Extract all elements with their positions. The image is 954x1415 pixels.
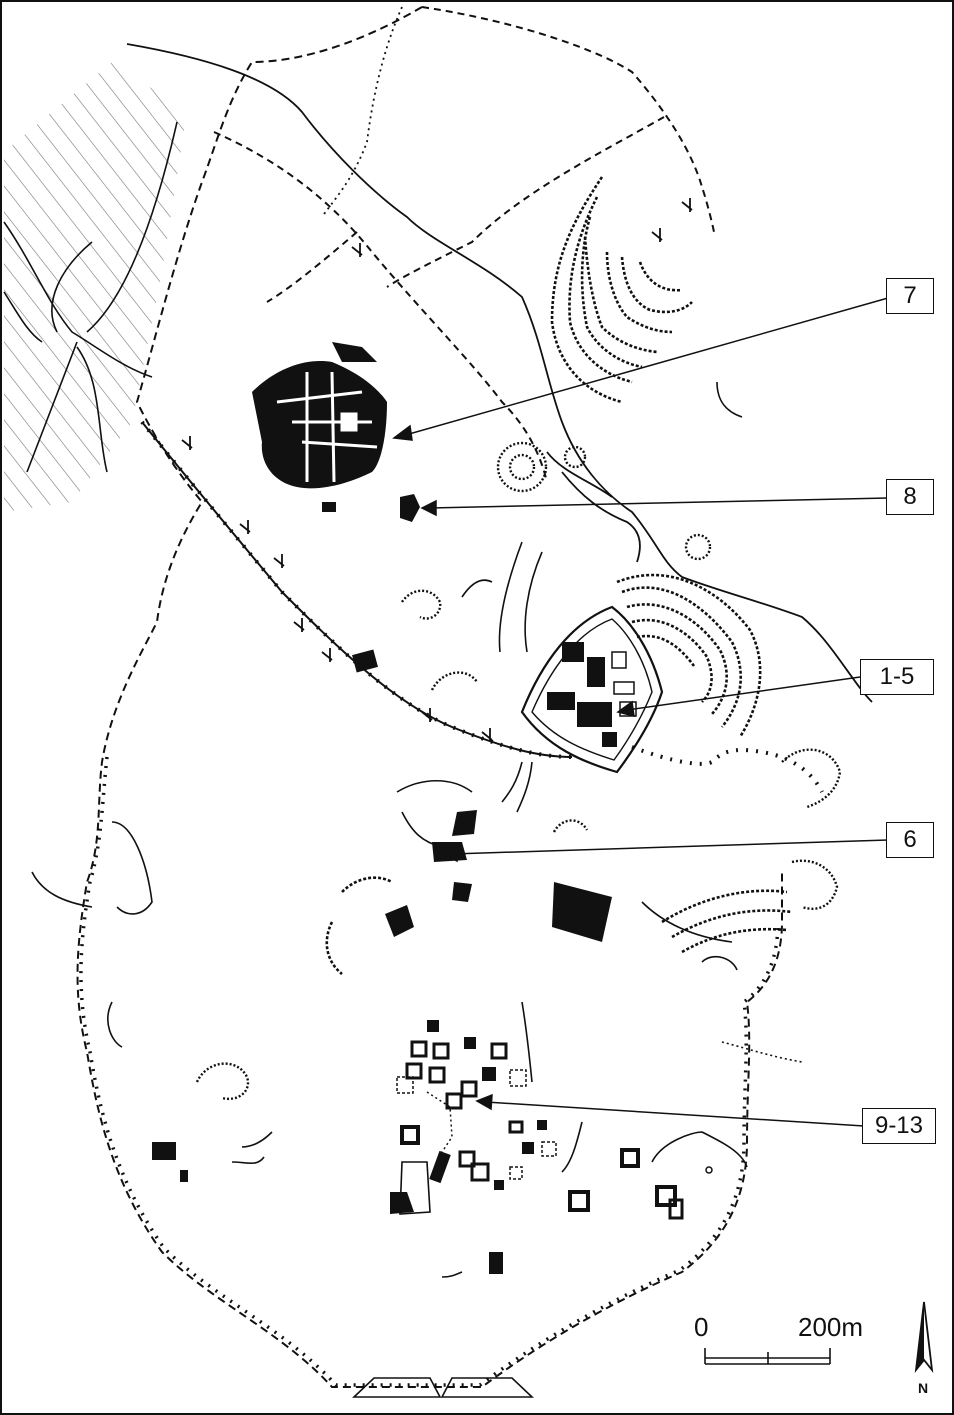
river bbox=[126, 6, 873, 703]
callout-6: 6 bbox=[886, 822, 934, 858]
building-cluster-7 bbox=[252, 342, 387, 512]
structure-8 bbox=[400, 494, 420, 522]
callout-1-5: 1-5 bbox=[860, 659, 934, 695]
scale-bar bbox=[704, 1348, 831, 1365]
northeast-hill bbox=[550, 176, 693, 404]
callout-9-13: 9-13 bbox=[862, 1108, 936, 1144]
callout-8: 8 bbox=[886, 479, 934, 515]
gate-marks bbox=[181, 198, 693, 742]
citadel-hill bbox=[616, 573, 762, 738]
citadel bbox=[520, 605, 664, 774]
outer-city-wall bbox=[76, 6, 783, 1388]
mound-features bbox=[195, 441, 842, 1101]
callout-7: 7 bbox=[886, 278, 934, 314]
scale-start-label: 0 bbox=[694, 1312, 709, 1342]
south-gate bbox=[351, 1377, 535, 1398]
hatched-zone bbox=[4, 62, 187, 512]
terrain-lines bbox=[31, 381, 803, 1278]
streams bbox=[3, 121, 178, 473]
building-group-9-13 bbox=[396, 1020, 748, 1220]
inner-wall-arc bbox=[140, 420, 824, 793]
solid-structures bbox=[152, 649, 612, 1274]
building-cluster-7-gaps bbox=[276, 371, 378, 483]
north-label: N bbox=[918, 1380, 929, 1396]
scale-end-label: 200m bbox=[798, 1312, 864, 1342]
pointer-arrows bbox=[392, 297, 889, 1127]
north-arrow-icon bbox=[914, 1301, 934, 1374]
